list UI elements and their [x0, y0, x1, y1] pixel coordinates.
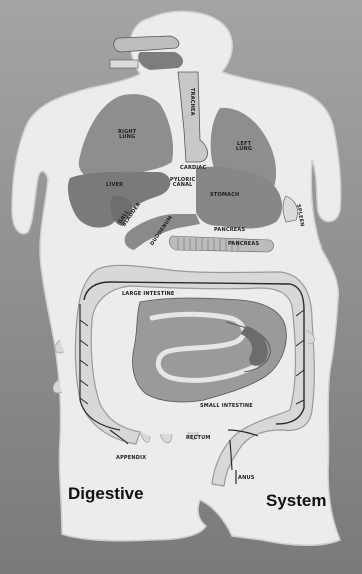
stomach-label: STOMACH: [210, 193, 239, 198]
anus-label: ANUS: [238, 476, 255, 481]
left-lung-label: LEFT LUNG: [236, 142, 252, 152]
right-lung-label: RIGHT LUNG: [118, 130, 136, 140]
large-intestine-label: LARGE INTESTINE: [122, 292, 175, 297]
tongue-piece: [138, 52, 183, 70]
small-intestine-label: SMALL INTESTINE: [200, 404, 253, 409]
appendix-label: APPENDIX: [116, 456, 146, 461]
pancreas-label-2: PANCREAS: [228, 242, 259, 247]
liver-label: LIVER: [106, 183, 123, 188]
title-right: System: [266, 491, 326, 511]
trachea-label: TRACHEA: [189, 88, 194, 116]
rectum-label: RECTUM: [186, 436, 211, 441]
title-left: Digestive: [68, 484, 144, 504]
pancreas-label: PANCREAS: [214, 228, 245, 233]
pyloric-canal-label: PYLORIC CANAL: [170, 178, 195, 188]
cardiac-label: CARDIAC: [180, 166, 206, 171]
jaw-piece: [110, 60, 138, 68]
